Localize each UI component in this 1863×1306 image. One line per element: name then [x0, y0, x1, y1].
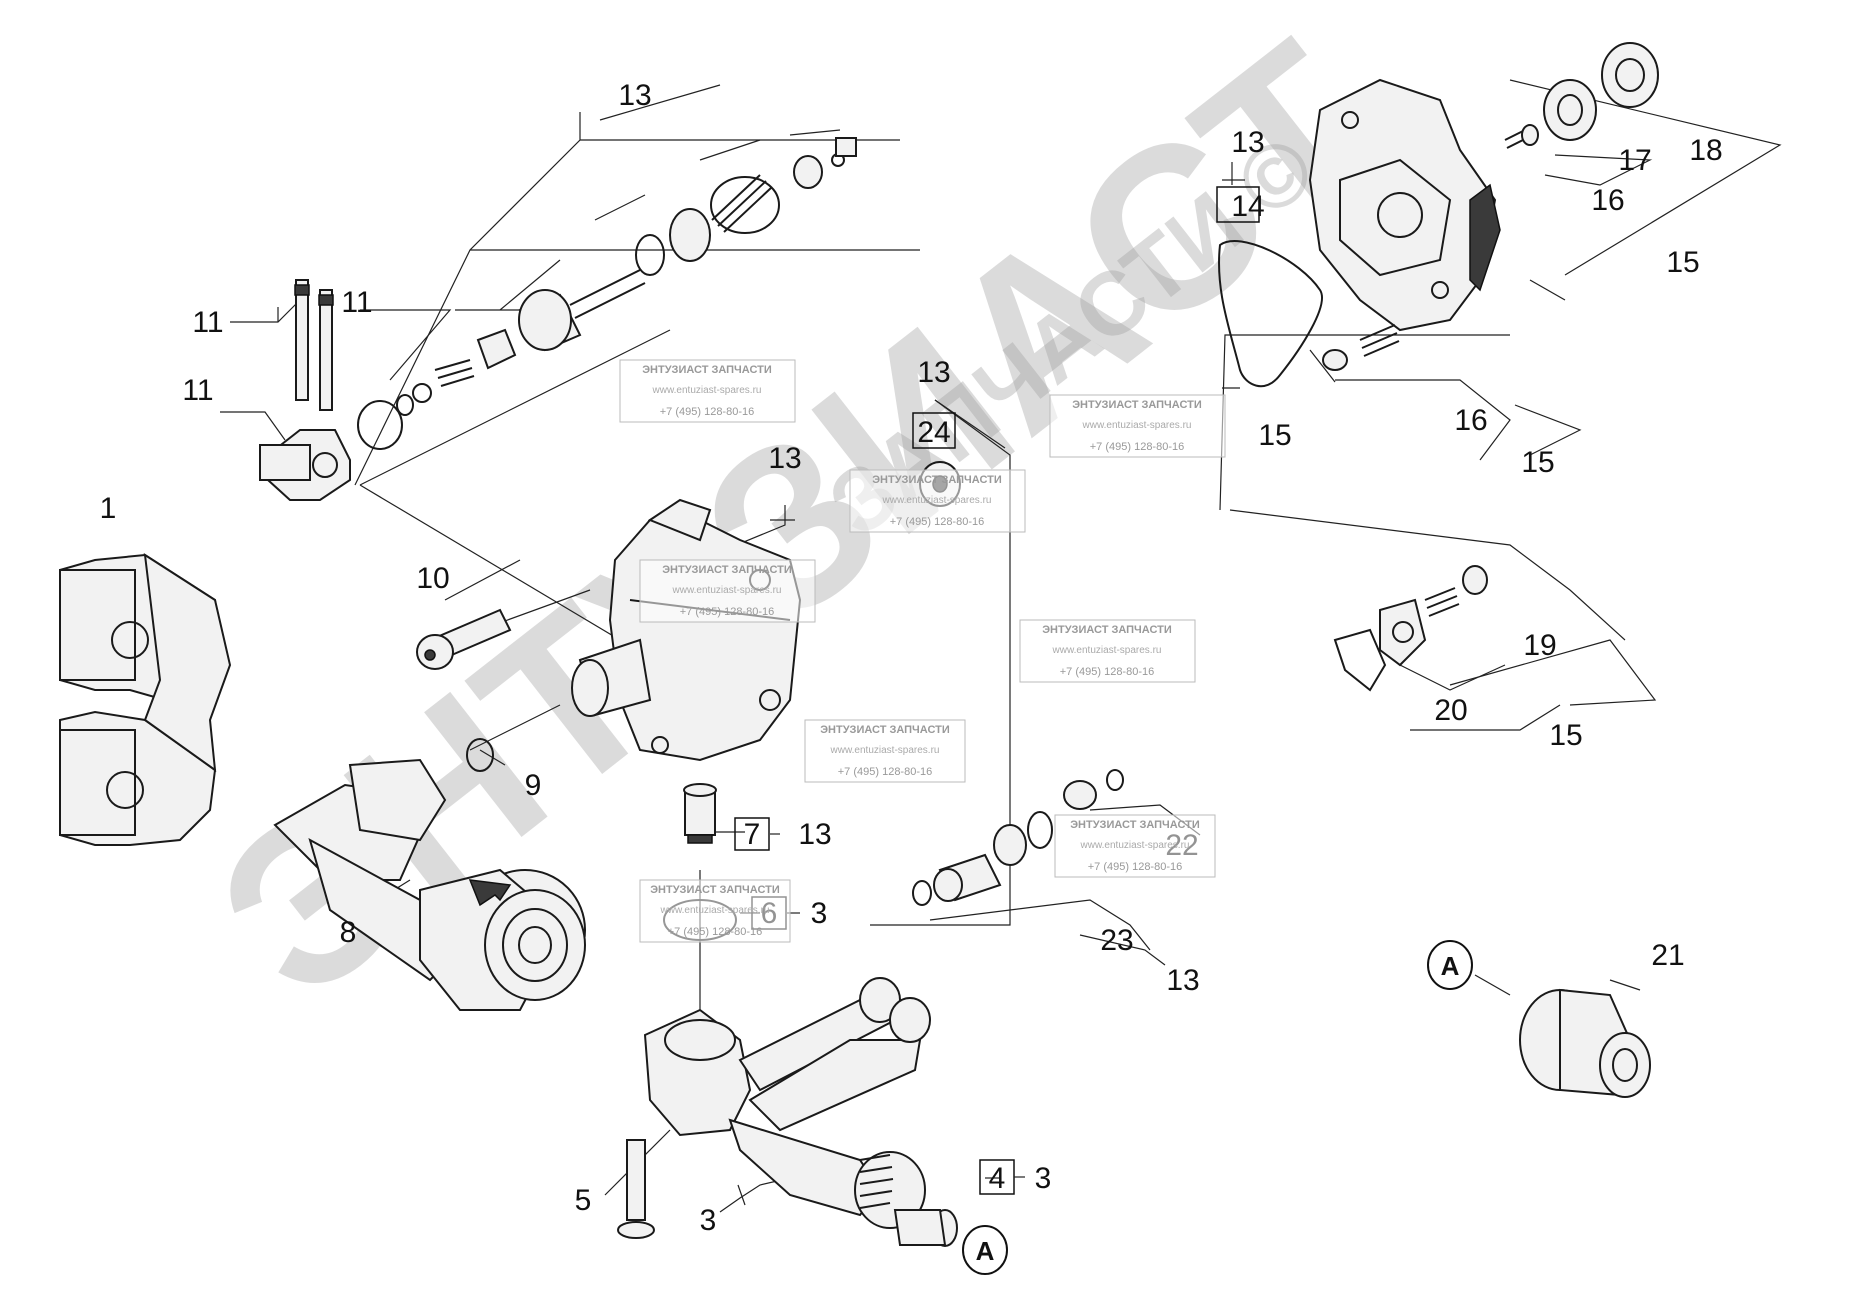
- part-label: 3: [700, 1204, 717, 1237]
- website-stamp: ЭНТУЗИАСТ ЗАПЧАСТИ www.entuziast-spares.…: [1054, 814, 1216, 878]
- stamp-url: www.entuziast-spares.ru: [882, 495, 992, 506]
- part-10-screw: [416, 608, 512, 670]
- stamp-phone: +7 (495) 128-80-16: [838, 766, 932, 778]
- part-label: 11: [182, 374, 213, 407]
- part-label: 1: [100, 492, 117, 525]
- part-label: 11: [341, 286, 372, 319]
- connector-a-right: A: [1427, 940, 1473, 990]
- part-14-gasket: [1218, 240, 1323, 388]
- part-label: 18: [1689, 134, 1722, 167]
- stamp-title: ЭНТУЗИАСТ ЗАПЧАСТИ: [642, 364, 772, 376]
- pump-head: [1308, 78, 1501, 332]
- website-stamp: ЭНТУЗИАСТ ЗАПЧАСТИ www.entuziast-spares.…: [804, 719, 966, 783]
- stamp-url: www.entuziast-spares.ru: [672, 585, 782, 596]
- part-8-inlet-filter: [273, 758, 586, 1011]
- stamp-phone: +7 (495) 128-80-16: [1060, 666, 1154, 678]
- stamp-url: www.entuziast-spares.ru: [660, 905, 770, 916]
- stamp-title: ЭНТУЗИАСТ ЗАПЧАСТИ: [1070, 819, 1200, 831]
- part-21-coupling: [1519, 988, 1651, 1098]
- part-label: 5: [575, 1184, 592, 1217]
- part-label: 3: [1035, 1162, 1052, 1195]
- part-label: 13: [1231, 126, 1264, 159]
- part-22-seal: [1063, 769, 1124, 810]
- part-17-bearing: [1543, 79, 1597, 141]
- part-label: 9: [525, 769, 542, 802]
- part-label: 19: [1523, 629, 1556, 662]
- part-label: 20: [1434, 694, 1467, 727]
- part-labels: 1 13 11 11 11 10 13 13 24 9 8 7 13 6 3 5…: [100, 79, 1723, 1237]
- stamp-url: www.entuziast-spares.ru: [830, 745, 940, 756]
- part-label: 15: [1258, 419, 1291, 452]
- stamp-url: www.entuziast-spares.ru: [1082, 420, 1192, 431]
- part-label: 13: [1166, 964, 1199, 997]
- part-16-springs: [1322, 324, 1400, 371]
- connector-a-label: A: [1441, 951, 1460, 981]
- part-label: 11: [192, 306, 223, 339]
- part-9-o-ring: [466, 738, 494, 772]
- connector-a-label: A: [976, 1236, 995, 1266]
- part-label: 7: [744, 818, 761, 851]
- part-label: 15: [1521, 446, 1554, 479]
- part-5-bolt: [617, 1139, 655, 1239]
- stamp-title: ЭНТУЗИАСТ ЗАПЧАСТИ: [650, 884, 780, 896]
- stamp-url: www.entuziast-spares.ru: [652, 385, 762, 396]
- stamp-phone: +7 (495) 128-80-16: [890, 516, 984, 528]
- part-label: 3: [811, 897, 828, 930]
- part-23-check-valve: [912, 811, 1053, 906]
- part-label: 21: [1651, 939, 1684, 972]
- part-label: 13: [618, 79, 651, 112]
- part-label: 16: [1591, 184, 1624, 217]
- part-label: 17: [1618, 144, 1651, 177]
- part-20-valve-seat: [1333, 598, 1427, 692]
- part-1-bracket: [59, 553, 232, 846]
- website-stamp: ЭНТУЗИАСТ ЗАПЧАСТИ www.entuziast-spares.…: [1049, 394, 1226, 458]
- stamp-title: ЭНТУЗИАСТ ЗАПЧАСТИ: [662, 564, 792, 576]
- stamp-phone: +7 (495) 128-80-16: [1090, 441, 1184, 453]
- stamp-phone: +7 (495) 128-80-16: [668, 926, 762, 938]
- part-label: 23: [1100, 924, 1133, 957]
- stamp-phone: +7 (495) 128-80-16: [660, 406, 754, 418]
- stamp-title: ЭНТУЗИАСТ ЗАПЧАСТИ: [1042, 624, 1172, 636]
- stamp-title: ЭНТУЗИАСТ ЗАПЧАСТИ: [872, 474, 1002, 486]
- part-16-spring-top: [1504, 124, 1539, 149]
- part-label: 8: [340, 916, 357, 949]
- website-stamp: ЭНТУЗИАСТ ЗАПЧАСТИ www.entuziast-spares.…: [1019, 619, 1196, 683]
- website-stamp: ЭНТУЗИАСТ ЗАПЧАСТИ www.entuziast-spares.…: [619, 359, 796, 423]
- stamp-title: ЭНТУЗИАСТ ЗАПЧАСТИ: [1072, 399, 1202, 411]
- stamp-phone: +7 (495) 128-80-16: [680, 606, 774, 618]
- part-label: 13: [798, 818, 831, 851]
- part-label: 14: [1231, 190, 1264, 223]
- part-18-cap: [1601, 42, 1659, 108]
- stamp-url: www.entuziast-spares.ru: [1052, 645, 1162, 656]
- website-stamp: ЭНТУЗИАСТ ЗАПЧАСТИ www.entuziast-spares.…: [639, 559, 816, 623]
- website-stamp: ЭНТУЗИАСТ ЗАПЧАСТИ www.entuziast-spares.…: [849, 469, 1026, 533]
- part-label: 10: [416, 562, 449, 595]
- lower-manifold: [643, 977, 958, 1247]
- connector-a-bottom: A: [962, 1225, 1008, 1275]
- part-label: 16: [1454, 404, 1487, 437]
- part-13-valve-assembly: [518, 137, 857, 352]
- part-label: 13: [917, 356, 950, 389]
- stamp-title: ЭНТУЗИАСТ ЗАПЧАСТИ: [820, 724, 950, 736]
- part-19-valve-spring: [1424, 565, 1488, 617]
- stamp-url: www.entuziast-spares.ru: [1080, 840, 1190, 851]
- website-stamp: ЭНТУЗИАСТ ЗАПЧАСТИ www.entuziast-spares.…: [639, 879, 791, 943]
- stamp-phone: +7 (495) 128-80-16: [1088, 861, 1182, 873]
- part-label: 13: [768, 442, 801, 475]
- part-11-rods-valve: [259, 279, 517, 501]
- part-label: 4: [989, 1162, 1006, 1195]
- part-label: 15: [1666, 246, 1699, 279]
- part-label: 15: [1549, 719, 1582, 752]
- part-7-valve: [683, 783, 717, 844]
- part-label: 24: [917, 416, 950, 449]
